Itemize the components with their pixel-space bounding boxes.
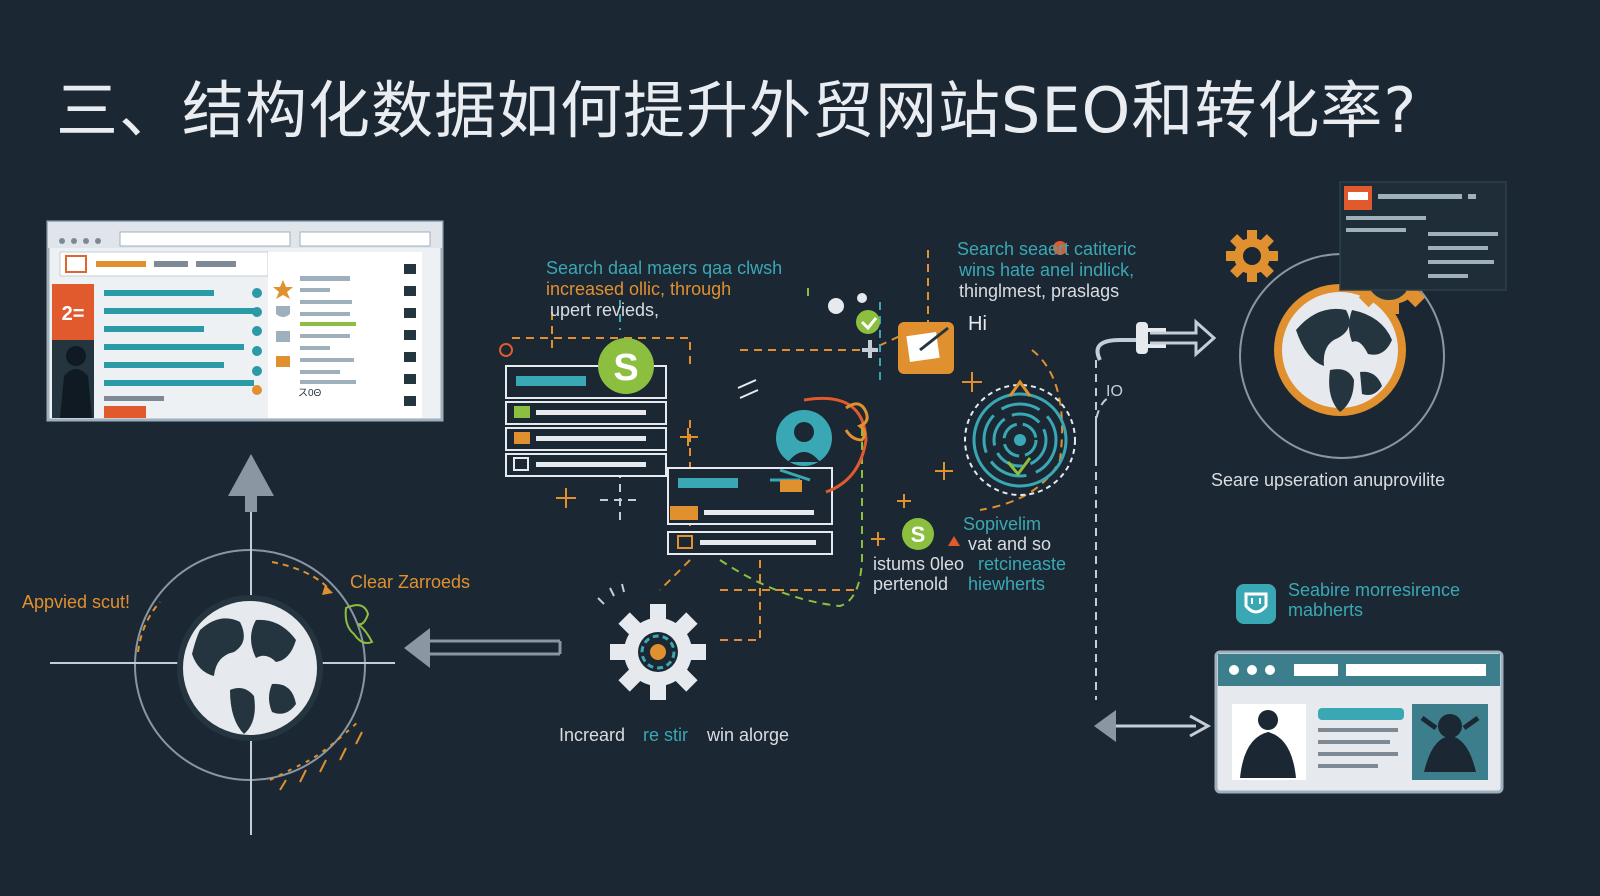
s-badge-large: S	[613, 347, 638, 389]
plug-connector: IO	[1095, 318, 1217, 400]
page-title: 三、结构化数据如何提升外贸网站SEO和转化率?	[56, 74, 1418, 147]
sopivelim-line4a: pertenold	[873, 574, 949, 594]
double-arrow	[1094, 710, 1212, 742]
bottom-caption-part2: re stir	[643, 725, 688, 745]
target-spiral-icon	[964, 379, 1076, 496]
sopivelim-line2: vat and so	[968, 534, 1052, 554]
seabire-line1: Seabire morresirence	[1288, 580, 1461, 600]
gear-icon	[597, 583, 706, 700]
search-label-1-line2: increased ollic, through	[546, 279, 732, 299]
bottom-caption-part1: Increard	[559, 725, 626, 745]
clear-label: Clear Zarroeds	[350, 572, 471, 592]
arrow-left	[404, 628, 562, 668]
right-globe-caption: Seare upseration anuprovilite	[1211, 470, 1446, 490]
document-stack: S	[505, 338, 833, 555]
search-label-2-line3: thinglmest, praslags	[959, 281, 1120, 301]
seabire-line2: mabherts	[1288, 600, 1364, 620]
applied-label: Appvied scut!	[22, 592, 131, 612]
search-label-1-line1: Search daal maers qaa clwsh	[546, 258, 783, 278]
dashed-connectors	[512, 250, 1113, 700]
hi-label: Hi	[968, 313, 987, 335]
shield-icon	[1236, 584, 1276, 624]
sopivelim-line4b: hiewherts	[968, 574, 1046, 594]
sopivelim-line3a: istums 0leo	[873, 554, 965, 574]
svg-text:S: S	[911, 522, 926, 547]
avatar-icon	[737, 379, 869, 494]
chat-tile-icon: Hi	[898, 241, 1067, 374]
profile-card	[1214, 650, 1504, 794]
center-small-icons	[499, 288, 982, 546]
mini-card	[1339, 181, 1507, 291]
globe-crosshair	[50, 540, 395, 835]
search-label-2-line1: Search seaert catiteric	[957, 239, 1137, 259]
bottom-caption-part3: win alorge	[707, 725, 790, 745]
list-footer-text: ス0Θ	[298, 388, 322, 399]
badge-two: 2=	[62, 303, 85, 325]
s-badge-small: S	[902, 518, 960, 550]
search-label-1-line3: upert revieds,	[550, 300, 660, 320]
browser-window-illustration: 2= ス0Θ	[46, 220, 444, 422]
search-label-2-line2: wins hate anel indlick,	[959, 260, 1135, 280]
sopivelim-line1: Sopivelim	[963, 514, 1042, 534]
sopivelim-line3b: retcineaste	[978, 554, 1067, 574]
io-label: IO	[1106, 383, 1123, 400]
